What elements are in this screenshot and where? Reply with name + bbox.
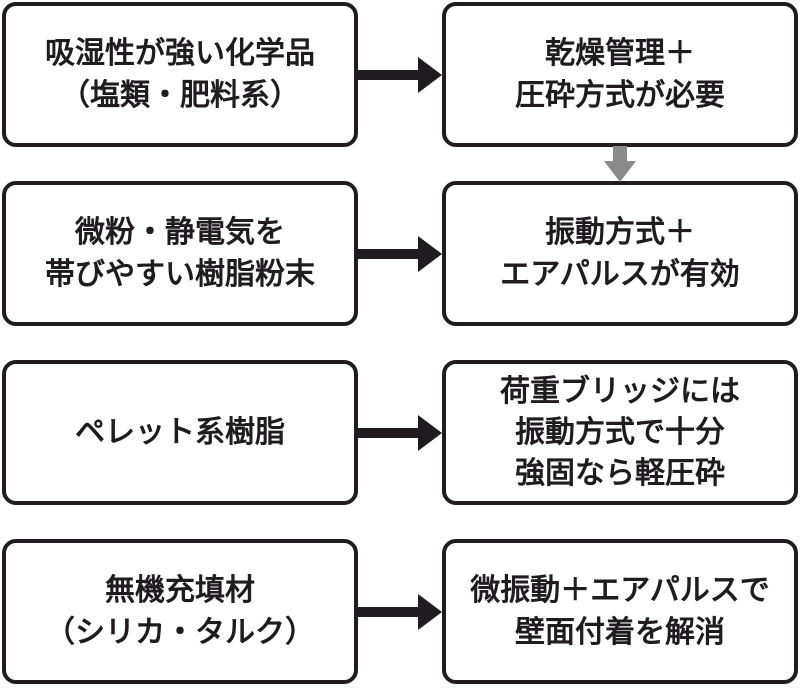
box-text-line: 荷重ブリッジには — [500, 374, 740, 408]
flow-row-4: 無機充填材 （シリカ・タルク） 微振動＋エアパルスで 壁面付着を解消 — [2, 539, 798, 684]
box-text-line: 強固なら軽圧砕 — [515, 457, 725, 491]
box-text-line: ペレット系樹脂 — [75, 415, 285, 449]
flow-row-1: 吸湿性が強い化学品 （塩類・肥料系） 乾燥管理＋ 圧砕方式が必要 — [2, 2, 798, 147]
method-box-microvibration-airpulse: 微振動＋エアパルスで 壁面付着を解消 — [442, 539, 798, 684]
box-text-line: 帯びやすい樹脂粉末 — [45, 257, 315, 291]
box-text-line: 振動方式＋ — [545, 216, 695, 250]
material-box-hygroscopic-chemicals: 吸湿性が強い化学品 （塩類・肥料系） — [2, 2, 358, 147]
method-box-load-bridge: 荷重ブリッジには 振動方式で十分 強固なら軽圧砕 — [442, 360, 798, 505]
right-arrow-icon — [358, 181, 442, 326]
box-text-line: （シリカ・タルク） — [45, 615, 315, 649]
right-arrow-icon — [358, 2, 442, 147]
right-arrow-icon — [358, 360, 442, 505]
box-text-line: （塩類・肥料系） — [60, 78, 300, 112]
material-box-fine-powder-static: 微粉・静電気を 帯びやすい樹脂粉末 — [2, 181, 358, 326]
box-text-line: 微粉・静電気を — [75, 216, 285, 250]
box-text-line: エアパルスが有効 — [500, 257, 740, 291]
box-text-line: 壁面付着を解消 — [515, 615, 725, 649]
method-box-vibration-airpulse: 振動方式＋ エアパルスが有効 — [442, 181, 798, 326]
box-text-line: 振動方式で十分 — [515, 415, 725, 449]
flow-row-3: ペレット系樹脂 荷重ブリッジには 振動方式で十分 強固なら軽圧砕 — [2, 360, 798, 505]
right-arrow-icon — [358, 539, 442, 684]
down-arrow-icon — [602, 146, 638, 182]
flow-row-2: 微粉・静電気を 帯びやすい樹脂粉末 振動方式＋ エアパルスが有効 — [2, 181, 798, 326]
box-text-line: 乾燥管理＋ — [545, 37, 695, 71]
box-text-line: 無機充填材 — [105, 574, 255, 608]
material-box-inorganic-filler: 無機充填材 （シリカ・タルク） — [2, 539, 358, 684]
box-text-line: 吸湿性が強い化学品 — [45, 37, 315, 71]
material-box-pellet-resin: ペレット系樹脂 — [2, 360, 358, 505]
box-text-line: 圧砕方式が必要 — [515, 78, 725, 112]
method-box-drying-crush: 乾燥管理＋ 圧砕方式が必要 — [442, 2, 798, 147]
box-text-line: 微振動＋エアパルスで — [470, 574, 770, 608]
